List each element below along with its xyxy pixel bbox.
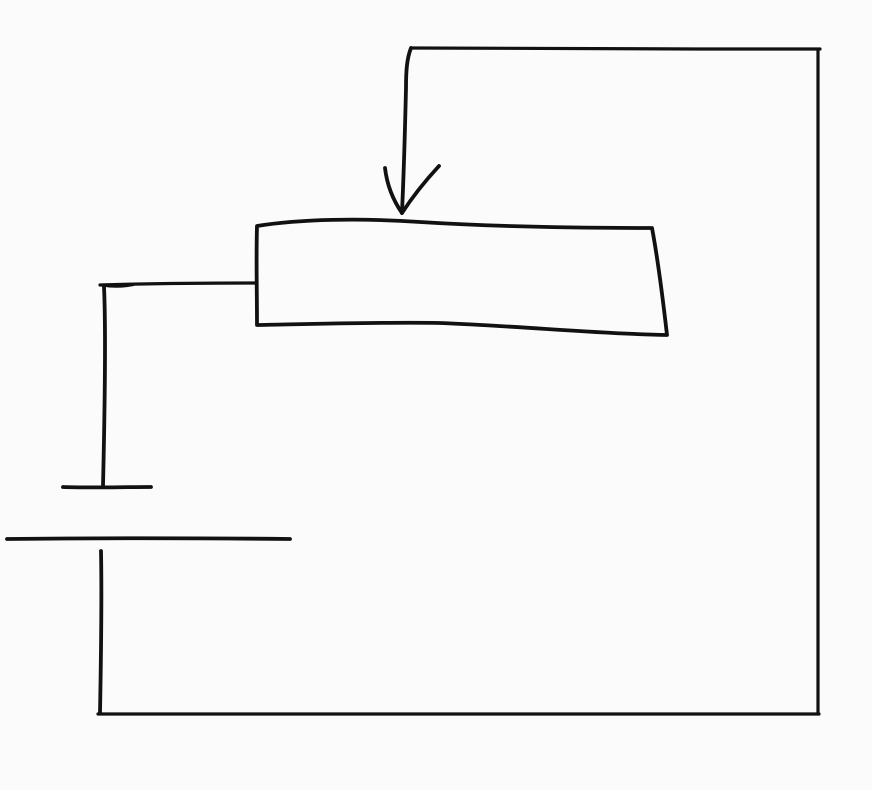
wire-resistor-left [98,281,259,287]
battery-icon [5,485,292,541]
arrow-down-icon [383,164,441,215]
battery-long-plate [5,536,292,541]
wire-left-vertical [101,285,107,488]
resistor-rectangle-icon [254,217,669,337]
wire-left-corner-mark [98,283,135,288]
wire-wiper-vertical [400,46,413,214]
wire-bottom-left-vertical [98,549,104,715]
wire-top [409,46,822,51]
